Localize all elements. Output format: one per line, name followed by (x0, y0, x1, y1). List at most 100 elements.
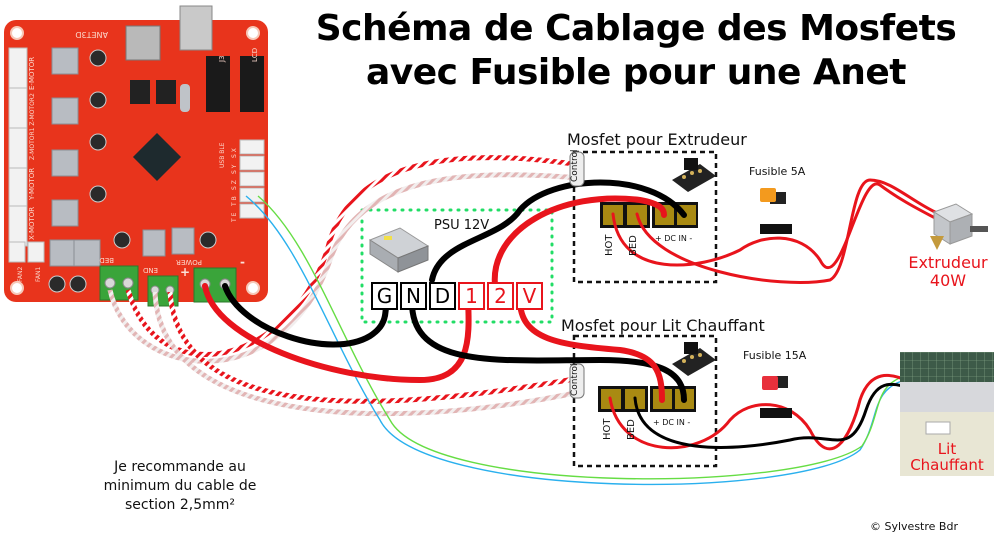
wire-psu-gnd-bed (408, 297, 687, 403)
psu-outline (360, 208, 554, 324)
extruder-load-line-2: 40W (929, 271, 967, 290)
lcd-label: LCD (251, 48, 259, 62)
mosfet-extruder-title: Mosfet pour Extrudeur (567, 130, 747, 149)
e-motor-label: E-MOTOR (28, 57, 36, 90)
extruder-load-label: Extrudeur 40W (898, 254, 998, 290)
sx-connector (239, 139, 265, 155)
dc-in-label-extruder: + DC IN - (655, 234, 693, 243)
mosfet-bed-outline (572, 334, 718, 468)
psu-label: PSU 12V (434, 218, 490, 233)
mount-hole (10, 281, 24, 295)
bed-load-line-1: Lit (937, 440, 957, 458)
power-label: POWER (176, 258, 202, 266)
y-motor-connector (8, 167, 28, 209)
mount-hole (246, 281, 260, 295)
bed-label: BED (99, 256, 114, 264)
tb-label: T B (231, 196, 238, 207)
mount-hole (10, 26, 24, 40)
cable-note-line-1: Je recommande au (114, 459, 246, 475)
hotend-image (930, 203, 988, 250)
wire-extruder-hot (611, 182, 937, 270)
anet-board: ANET3D J3 LCD E-MOTOR Z-MOTOR1 Z-MOTOR2 … (4, 5, 268, 307)
e-motor-connector (8, 47, 28, 89)
mosfet-module-image-bed (672, 342, 716, 376)
wire-board-gnd (222, 283, 389, 348)
tb-connector (239, 187, 265, 203)
wire-board-12v (202, 283, 472, 384)
control-wire-bed-signal (167, 291, 581, 404)
control-connector-bed (569, 363, 585, 399)
title-line-2: avec Fusible pour une Anet (365, 52, 907, 93)
fuse-label-extruder: Fusible 5A (749, 165, 806, 178)
wire-extruder-bed (635, 178, 937, 284)
z2-motor-connector (8, 127, 28, 169)
sd-slot (125, 25, 161, 61)
j3-header (206, 56, 230, 112)
fan2-label: FAN2 (17, 267, 24, 282)
z-motor-connector (8, 87, 28, 129)
control-label-extruder: Control (570, 149, 580, 182)
fuse-bed (760, 376, 792, 418)
x-motor-connector (8, 205, 28, 247)
wire-bed-hot (608, 374, 912, 451)
control-wires (107, 155, 581, 417)
te-label: T E (231, 212, 238, 223)
wire-psu-gnd-extruder (429, 179, 687, 283)
psu-terminal-n: N (400, 282, 427, 310)
hot-label-bed: HOT (602, 418, 613, 441)
fan2-connector (8, 241, 26, 263)
wire-bed-return (633, 382, 912, 449)
control-wire-extruder-ground (107, 172, 581, 364)
bed-label-extruder: BED (628, 235, 639, 256)
y-motor-label: Y-MOTOR (28, 168, 36, 201)
power-wires (202, 178, 937, 451)
mosfet-module-image-extruder (672, 158, 716, 192)
j3-label: J3 (218, 55, 226, 63)
cable-note-line-2: minimum du cable de (103, 478, 257, 494)
terminal-screw (122, 277, 134, 289)
bed-label-bed: BED (626, 419, 637, 440)
usb-port (179, 5, 213, 51)
end-label: END (143, 266, 158, 274)
terminal-screw (104, 277, 116, 289)
cable-note-line-3: section 2,5mm² (124, 497, 236, 513)
psu-image (368, 227, 430, 273)
crystal (180, 84, 190, 112)
dc-in-label-bed: + DC IN - (653, 418, 691, 427)
psu-terminal-v: V (516, 282, 543, 310)
plus-label: + (180, 265, 190, 279)
fan1-connector (27, 241, 45, 263)
ic (156, 80, 176, 104)
mosfet-extruder-outline (572, 150, 718, 284)
bed-load-line-2: Chauffant (910, 456, 984, 474)
wire-psu-12v-extruder (491, 195, 667, 288)
hot-label-extruder: HOT (604, 234, 615, 257)
sz-label: S Z (231, 180, 238, 190)
copyright: © Sylvestre Bdr (870, 520, 958, 533)
mount-hole (246, 26, 260, 40)
control-wire-extruder-signal (125, 155, 581, 357)
sy-connector (239, 155, 265, 171)
board-name-text: ANET3D (75, 30, 108, 39)
psu-terminal-1: 1 (458, 282, 485, 310)
ic (130, 80, 150, 104)
bed-load-label: Lit Chauffant (898, 441, 996, 473)
control-label-bed: Control (570, 363, 580, 396)
x-motor-label: X-MOTOR (28, 207, 36, 240)
thermistor-wire-green (257, 195, 906, 480)
sy-label: S Y (231, 164, 238, 174)
mosfet-bed-title: Mosfet pour Lit Chauffant (561, 316, 765, 335)
minus-label: - (240, 255, 245, 269)
board-pcb (4, 20, 268, 302)
fuse-label-bed: Fusible 15A (743, 349, 807, 362)
fuse-extruder (760, 188, 792, 234)
control-connector-extruder (569, 151, 585, 187)
psu-terminal-2: 2 (487, 282, 514, 310)
wire-psu-12v-bed (517, 297, 665, 403)
heated-bed-photo (900, 352, 994, 476)
usb-ble-label: USB BLE (219, 142, 226, 168)
sz-connector (239, 171, 265, 187)
